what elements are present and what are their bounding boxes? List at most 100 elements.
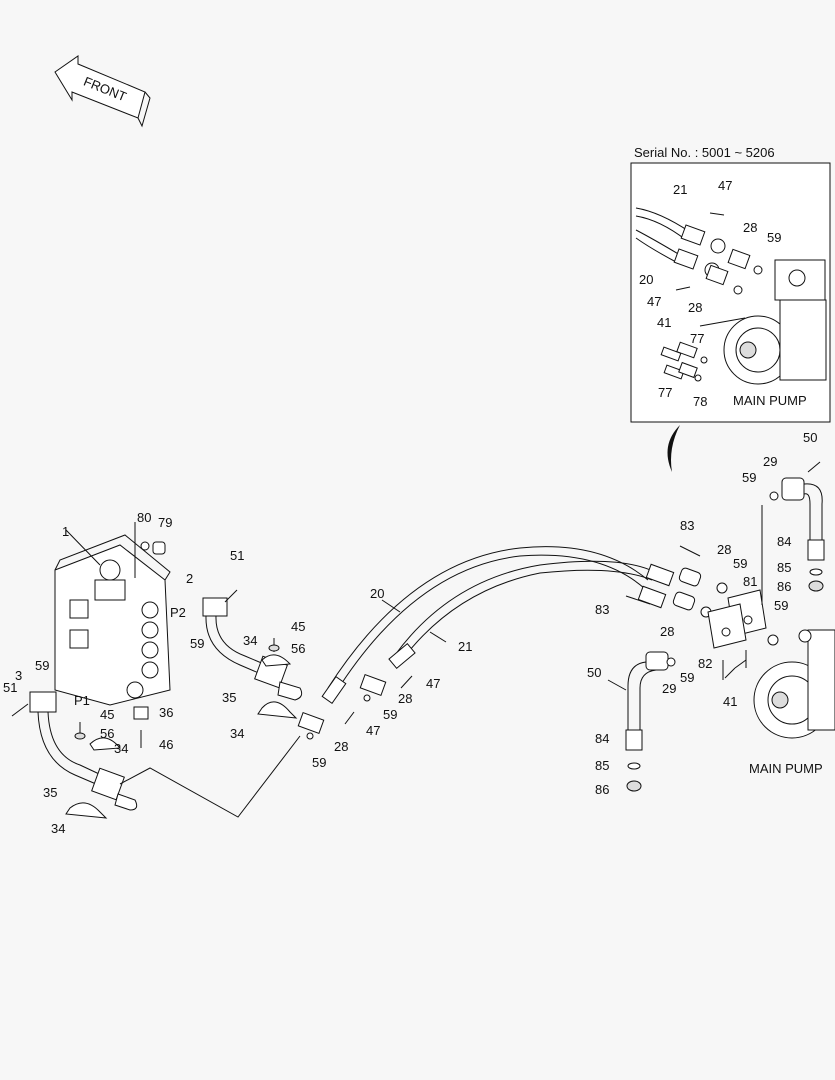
washer-56b [74, 732, 86, 740]
label-29b: 29 [763, 454, 777, 469]
label-47a: 47 [426, 676, 440, 691]
inset-serial: Serial No. : 5001 ~ 5206 [634, 145, 775, 160]
suction-pipe-bottom [607, 651, 676, 792]
clamp-34c [89, 737, 122, 751]
oring-59d [306, 732, 314, 740]
label-47b: 47 [366, 723, 380, 738]
label-85b: 85 [595, 758, 609, 773]
inset-label-21: 21 [673, 182, 687, 197]
inset-bolt-47b [675, 286, 691, 291]
oring-59g-right [767, 634, 779, 646]
inset-label-20: 20 [639, 272, 653, 287]
inset-pointer-mark [667, 425, 680, 472]
inset-bolt-47a [709, 212, 725, 216]
inset-label-47a: 47 [718, 178, 732, 193]
label-50a: 50 [587, 665, 601, 680]
label-2: 2 [186, 571, 193, 586]
inset-hoses [635, 207, 763, 295]
inset-fittings [660, 341, 708, 382]
label-3: 3 [15, 668, 22, 683]
label-28d: 28 [660, 624, 674, 639]
label-28a: 28 [398, 691, 412, 706]
label-21: 21 [458, 639, 472, 654]
bolt-83b [625, 595, 651, 605]
label-80: 80 [137, 510, 151, 525]
clamp-34d [65, 802, 108, 819]
label-29a: 29 [662, 681, 676, 696]
label-p2: P2 [170, 605, 186, 620]
label-84b: 84 [595, 731, 609, 746]
inset-main-pump [723, 259, 827, 385]
label-35a: 35 [222, 690, 236, 705]
plug-79 [152, 541, 166, 555]
flange-28b [297, 712, 325, 734]
main-pump [753, 629, 835, 739]
inset-label-28a: 28 [743, 220, 757, 235]
label-28b: 28 [334, 739, 348, 754]
label-34d: 34 [51, 821, 65, 836]
label-81: 81 [743, 574, 757, 589]
label-45b: 45 [100, 707, 114, 722]
washer-56a [268, 644, 280, 652]
label-59g: 59 [680, 670, 694, 685]
flange-28d [672, 591, 696, 611]
label-50b: 50 [803, 430, 817, 445]
label-59f: 59 [774, 598, 788, 613]
leader-lines [65, 317, 763, 679]
label-51b: 51 [3, 680, 17, 695]
label-41: 41 [723, 694, 737, 709]
clamp-34b [257, 701, 298, 719]
label-79: 79 [158, 515, 172, 530]
label-p1: P1 [74, 693, 90, 708]
label-28c: 28 [717, 542, 731, 557]
label-86a: 86 [777, 579, 791, 594]
label-59a: 59 [190, 636, 204, 651]
flange-28a [359, 674, 387, 696]
part-36 [133, 706, 149, 720]
inset-label-59: 59 [767, 230, 781, 245]
label-56b: 56 [100, 726, 114, 741]
oring-59e [716, 582, 728, 594]
label-82: 82 [698, 656, 712, 671]
label-36: 36 [159, 705, 173, 720]
oring-80 [140, 541, 150, 551]
flange-28c [678, 567, 702, 587]
label-59b: 59 [35, 658, 49, 673]
label-59d: 59 [312, 755, 326, 770]
main-control-valve [54, 534, 171, 706]
leader-line [119, 735, 301, 818]
bolt-47a [400, 675, 413, 689]
inset-label-41: 41 [657, 315, 671, 330]
inset-label-78: 78 [693, 394, 707, 409]
label-20: 20 [370, 586, 384, 601]
main-pump-label: MAIN PUMP [749, 761, 823, 776]
inset-label-77b: 77 [658, 385, 672, 400]
label-51a: 51 [230, 548, 244, 563]
inset-label-47b: 47 [647, 294, 661, 309]
label-34a: 34 [243, 633, 257, 648]
label-46: 46 [159, 737, 173, 752]
block-81-82 [707, 589, 767, 649]
bolt-83a [679, 545, 701, 557]
label-34c: 34 [114, 741, 128, 756]
label-83b: 83 [595, 602, 609, 617]
hose-p1 [11, 691, 138, 811]
label-34b: 34 [230, 726, 244, 741]
bolt-47b [344, 711, 355, 725]
label-83a: 83 [680, 518, 694, 533]
clamp-34a [261, 654, 292, 667]
suction-pipe-top [769, 461, 825, 592]
label-85a: 85 [777, 560, 791, 575]
label-1: 1 [62, 524, 69, 539]
inset-label-28b: 28 [688, 300, 702, 315]
inset-label-77a: 77 [690, 331, 704, 346]
front-arrow-icon: FRONT [54, 55, 151, 128]
label-56a: 56 [291, 641, 305, 656]
label-59h: 59 [742, 470, 756, 485]
label-59c: 59 [383, 707, 397, 722]
oring-59c [363, 694, 371, 702]
inset-pump-label: MAIN PUMP [733, 393, 807, 408]
label-35b: 35 [43, 785, 57, 800]
